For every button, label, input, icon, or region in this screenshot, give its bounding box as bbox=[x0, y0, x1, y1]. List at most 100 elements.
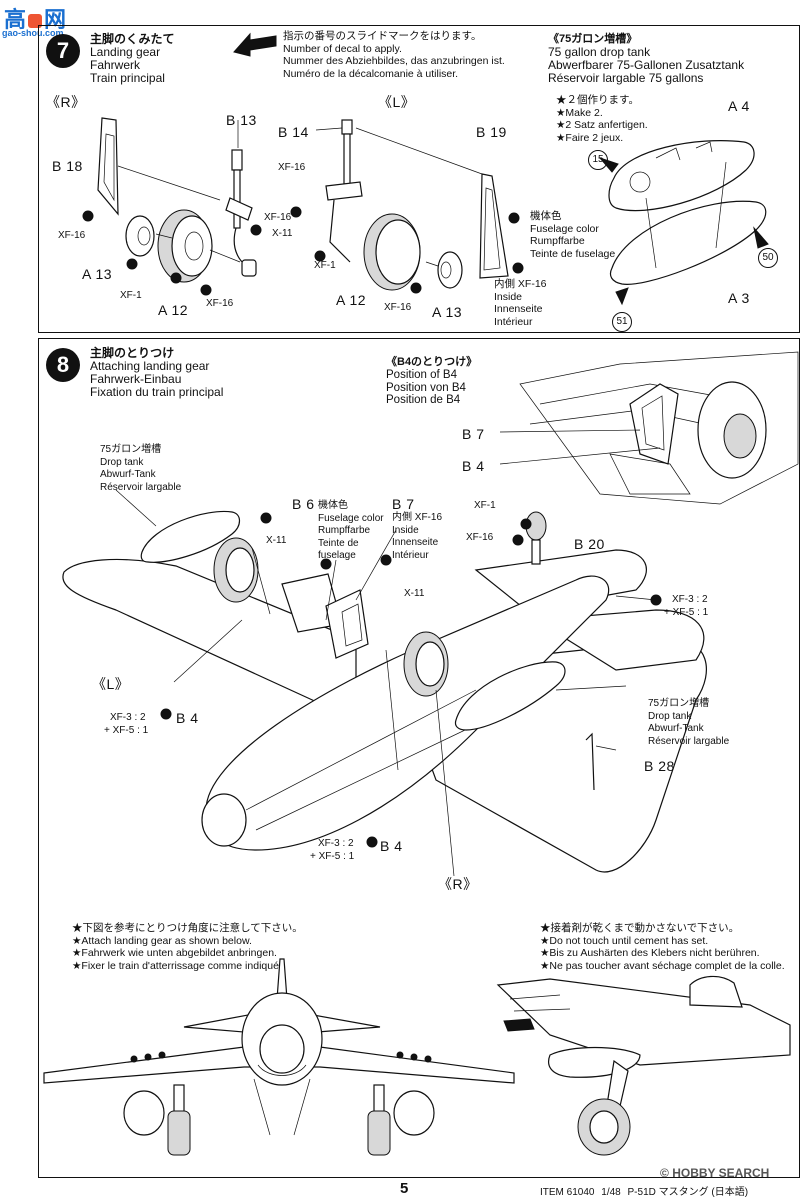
cement-en: ★Do not touch until cement has set. bbox=[540, 934, 709, 947]
paint-mix-bottom-1: XF-3 : 2 bbox=[318, 838, 354, 849]
inside-de: Innenseite bbox=[494, 303, 543, 315]
decal-note-de: Nummer des Abziehbildes, das anzubringen… bbox=[283, 55, 505, 67]
gear-angle-note: ★下図を参考にとりつけ角度に注意して下さい。 ★Attach landing g… bbox=[72, 922, 303, 972]
step8-title-jp: 主脚のとりつけ bbox=[90, 346, 175, 360]
step7-title-en: Landing gear bbox=[90, 45, 161, 59]
b4-position-jp: 《B4のとりつけ》 bbox=[386, 356, 478, 368]
step7-fuselage-color-note: 機体色 Fuselage color Rumpffarbe Teinte de … bbox=[530, 210, 615, 260]
step8-title: 主脚のとりつけ Attaching landing gear Fahrwerk-… bbox=[90, 346, 223, 399]
label-b13: B 13 bbox=[226, 112, 257, 128]
step8-side-r: 《R》 bbox=[438, 876, 478, 892]
aircraft-front-view-drawing bbox=[43, 958, 515, 1156]
decal-note-en: Number of decal to apply. bbox=[283, 42, 402, 55]
paint-xf1-step8: XF-1 bbox=[474, 500, 496, 511]
inside-fr: Intérieur bbox=[494, 315, 533, 328]
step8-title-en: Attaching landing gear bbox=[90, 359, 210, 373]
b4-position-en: Position of B4 bbox=[386, 369, 457, 381]
decal-arrow-icon bbox=[233, 32, 277, 57]
tank-right-en: Drop tank bbox=[648, 710, 692, 722]
inside-en: Inside bbox=[494, 290, 523, 303]
paint-x11-a: X-11 bbox=[266, 535, 287, 546]
label-b4-bottom: B 4 bbox=[380, 838, 403, 854]
b6-color-jp: 機体色 bbox=[318, 500, 348, 511]
step7-title-de: Fahrwerk bbox=[90, 58, 141, 72]
tank-left-en: Drop tank bbox=[100, 456, 144, 468]
cement-jp: ★接着剤が乾くまで動かさないで下さい。 bbox=[540, 922, 740, 934]
watermark-bottom: © HOBBY SEARCH bbox=[660, 1166, 769, 1180]
paint-xf16-e: XF-16 bbox=[384, 302, 412, 313]
label-a3: A 3 bbox=[728, 290, 750, 306]
tank-right-note: 75ガロン増槽 Drop tank Abwurf-Tank Réservoir … bbox=[648, 698, 729, 748]
step7-number: 7 bbox=[46, 34, 80, 68]
paint-mix-right-2: + XF-5 : 1 bbox=[664, 607, 709, 618]
make-two-fr: ★Faire 2 jeux. bbox=[556, 131, 624, 144]
step8-side-l: 《L》 bbox=[92, 676, 130, 692]
label-b14: B 14 bbox=[278, 124, 309, 140]
paint-xf16-a: XF-16 bbox=[58, 230, 86, 241]
item-model: P-51D マスタング (日本語) bbox=[627, 1187, 749, 1198]
paint-mix-right-1: XF-3 : 2 bbox=[672, 594, 708, 605]
b7-inside-en: Inside bbox=[392, 524, 419, 536]
step7-title-fr: Train principal bbox=[90, 71, 165, 85]
step7-right-gear-drawing bbox=[82, 117, 262, 296]
b6-color-note: 機体色 Fuselage color Rumpffarbe Teinte de … bbox=[318, 500, 384, 563]
step7-side-l: 《L》 bbox=[378, 94, 416, 110]
label-b28: B 28 bbox=[644, 758, 675, 774]
cement-fr: ★Ne pas toucher avant séchage complet de… bbox=[540, 959, 785, 972]
step7-title: 主脚のくみたて Landing gear Fahrwerk Train prin… bbox=[90, 32, 174, 85]
fuselage-color-fr: Teinte de fuselage bbox=[530, 247, 616, 260]
decal-note-jp: 指示の番号のスライドマークをはります。 bbox=[283, 30, 482, 42]
step7-side-r: 《R》 bbox=[46, 94, 86, 110]
make-two-de: ★2 Satz anfertigen. bbox=[556, 119, 648, 131]
label-b18: B 18 bbox=[52, 158, 83, 174]
cement-note: ★接着剤が乾くまで動かさないで下さい。 ★Do not touch until … bbox=[540, 922, 785, 972]
tank-heading-jp: 《75ガロン増槽》 bbox=[548, 33, 638, 45]
tank-right-jp: 75ガロン増槽 bbox=[648, 698, 710, 709]
fuselage-color-de: Rumpffarbe bbox=[530, 235, 585, 247]
decal-51: 51 bbox=[612, 312, 632, 332]
b7-inside-note: 内側 XF-16 Inside Innenseite Intérieur bbox=[392, 512, 442, 562]
watermark-char-1: 高 bbox=[4, 7, 27, 32]
fuselage-color-en: Fuselage color bbox=[530, 222, 599, 235]
paint-xf16-b: XF-16 bbox=[206, 298, 234, 309]
step7-inside-note: 内側 XF-16 Inside Innenseite Intérieur bbox=[494, 278, 547, 328]
inside-jp: 内側 XF-16 bbox=[494, 278, 547, 290]
step8-title-fr: Fixation du train principal bbox=[90, 385, 224, 399]
tank-heading-fr: Réservoir largable 75 gallons bbox=[548, 71, 704, 85]
b4-inset-drawing bbox=[499, 351, 799, 505]
gear-angle-fr: ★Fixer le train d'atterrissage comme ind… bbox=[72, 959, 282, 972]
paint-xf16-c: XF-16 bbox=[278, 162, 306, 173]
b7-inside-jp: 内側 XF-16 bbox=[392, 512, 443, 523]
label-b20: B 20 bbox=[574, 536, 605, 552]
label-a12-mid: A 12 bbox=[336, 292, 367, 308]
tank-left-note: 75ガロン増槽 Drop tank Abwurf-Tank Réservoir … bbox=[100, 444, 181, 494]
label-a13-left: A 13 bbox=[82, 266, 113, 282]
page-number: 5 bbox=[400, 1180, 409, 1197]
step7-title-jp: 主脚のくみたて bbox=[90, 32, 175, 46]
paint-mix-bottom-2: + XF-5 : 1 bbox=[310, 851, 355, 862]
aircraft-underside-drawing bbox=[62, 489, 707, 877]
step7-drop-tank-drawing bbox=[598, 140, 769, 306]
b4-position-fr: Position de B4 bbox=[386, 394, 461, 406]
paint-xf1-b: XF-1 bbox=[314, 260, 336, 271]
watermark-mark-icon bbox=[28, 14, 43, 29]
item-code: ITEM 61040 bbox=[540, 1187, 595, 1198]
paint-mix-left-2: + XF-5 : 1 bbox=[104, 725, 149, 736]
decal-50: 50 bbox=[758, 248, 778, 268]
item-scale: 1/48 bbox=[601, 1187, 621, 1198]
label-b6: B 6 bbox=[292, 496, 315, 512]
tank-heading-en: 75 gallon drop tank bbox=[548, 45, 651, 59]
tank-left-jp: 75ガロン増槽 bbox=[100, 444, 162, 455]
label-a12-left: A 12 bbox=[158, 302, 189, 318]
label-b7-inset: B 7 bbox=[462, 426, 485, 442]
gear-angle-jp: ★下図を参考にとりつけ角度に注意して下さい。 bbox=[72, 922, 303, 934]
paint-xf16-d: XF-16 bbox=[264, 212, 292, 223]
decal-15: 15 bbox=[588, 150, 608, 170]
make-two-jp: ★２個作ります。 bbox=[556, 94, 639, 106]
b4-position-note: 《B4のとりつけ》 Position of B4 Position von B4… bbox=[386, 355, 477, 407]
paint-mix-left-1: XF-3 : 2 bbox=[110, 712, 146, 723]
step8-panel bbox=[38, 338, 800, 1178]
cement-de: ★Bis zu Aushärten des Klebers nicht berü… bbox=[540, 947, 760, 959]
tank-right-fr: Réservoir largable bbox=[648, 735, 730, 747]
label-b7: B 7 bbox=[392, 496, 415, 512]
